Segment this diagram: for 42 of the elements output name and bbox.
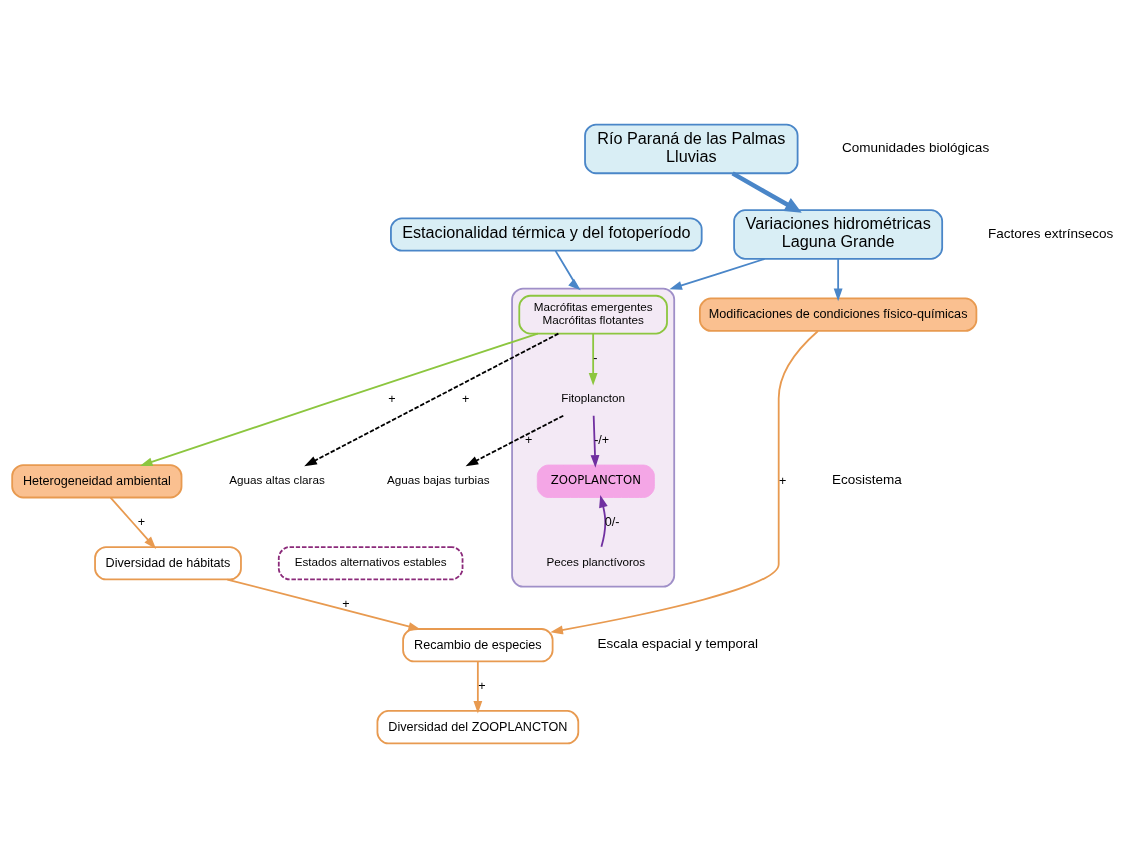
arrow xyxy=(304,332,560,467)
node-box: Estacionalidad térmica y del fotoperíodo xyxy=(390,217,703,252)
label: Factores extrínsecos xyxy=(988,225,1114,241)
edge-label: + xyxy=(342,596,350,611)
node-box: Modificaciones de condiciones físico-químicas xyxy=(699,297,978,332)
edge-label: + xyxy=(137,514,146,529)
arrow xyxy=(599,495,608,548)
node-box: Río Paraná de las Palmas Lluvias xyxy=(584,123,799,175)
node-box: Diversidad del ZOOPLANCTON xyxy=(376,710,580,745)
edge-label: + xyxy=(525,432,533,447)
node-box: Variaciones hidrométricas Laguna Grande xyxy=(733,209,944,260)
arrow xyxy=(669,258,766,290)
node-box: Heterogeneidad ambiental xyxy=(11,464,183,499)
node-box: ZOOPLANCTON xyxy=(536,464,655,498)
node-box: Estados alternativos estables xyxy=(277,546,464,581)
label: Escala espacial y temporal xyxy=(597,636,759,652)
arrow xyxy=(139,332,539,467)
arrow xyxy=(731,171,802,213)
label: Ecosistema xyxy=(832,472,902,488)
node-text: Aguas altas claras xyxy=(229,473,325,487)
edge-label: + xyxy=(388,391,396,406)
edge-label: + xyxy=(462,391,470,406)
label: Comunidades biológicas xyxy=(842,140,990,156)
arrow xyxy=(588,333,598,386)
node-box: Diversidad de hábitats xyxy=(94,546,242,581)
arrow xyxy=(109,496,157,549)
edge-label: + xyxy=(779,473,787,488)
node-text: Aguas bajas turbias xyxy=(386,473,490,487)
edge-label: - xyxy=(593,350,598,365)
arrow xyxy=(554,249,581,291)
cluster xyxy=(511,287,676,588)
arrow xyxy=(590,414,600,468)
node-text: Peces planctívoros xyxy=(546,555,646,569)
node-box: Recambio de especies xyxy=(402,628,554,663)
arrow xyxy=(473,660,483,714)
edge-label: + xyxy=(478,678,486,693)
arrow xyxy=(226,578,422,631)
arrow xyxy=(833,258,843,302)
arrow xyxy=(550,330,819,635)
arrow xyxy=(465,414,565,467)
node-text: Fitoplancton xyxy=(561,391,625,405)
node-box: Macrófitas emergentes Macrófitas flotantes xyxy=(518,294,668,335)
